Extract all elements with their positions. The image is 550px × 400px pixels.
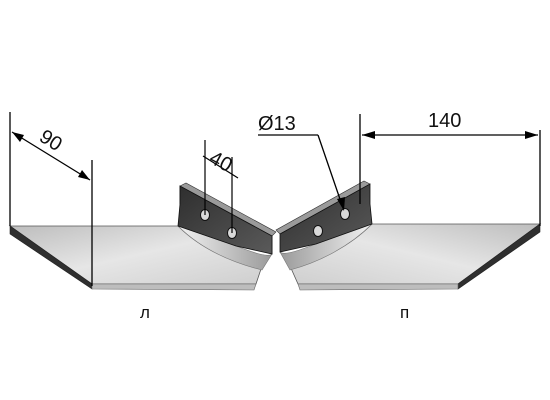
leader-line [317,134,343,206]
right-hole-2 [313,225,323,237]
left-blade-bend [177,225,273,271]
left-blade-front [91,283,257,291]
right-blade-bend [279,223,373,271]
right-blade-front [297,283,459,291]
dimension-40 [202,140,239,233]
dimension-label-40: 40 [206,147,236,177]
right-side-label: п [400,303,409,322]
dimension-label-diameter: Ø13 [258,113,296,135]
right-knife [275,180,542,291]
dimension-label-90: 90 [35,126,66,156]
dimension-line [11,131,91,181]
dimension-label-140: 140 [428,110,461,132]
left-knife [8,182,277,291]
arrow-head [525,131,538,139]
left-side-label: л [140,303,150,322]
dimension-line [202,155,239,179]
dimension-90 [9,112,93,286]
dimension-diameter [258,134,345,211]
right-mount-plate-face [279,183,373,253]
arrow-head [78,170,90,180]
arrow-head [12,132,24,142]
dimension-140 [359,114,541,226]
arrow-head [362,131,375,139]
right-hole-1 [340,208,350,220]
arrow-head [337,197,345,211]
left-mount-plate-face [177,185,273,255]
